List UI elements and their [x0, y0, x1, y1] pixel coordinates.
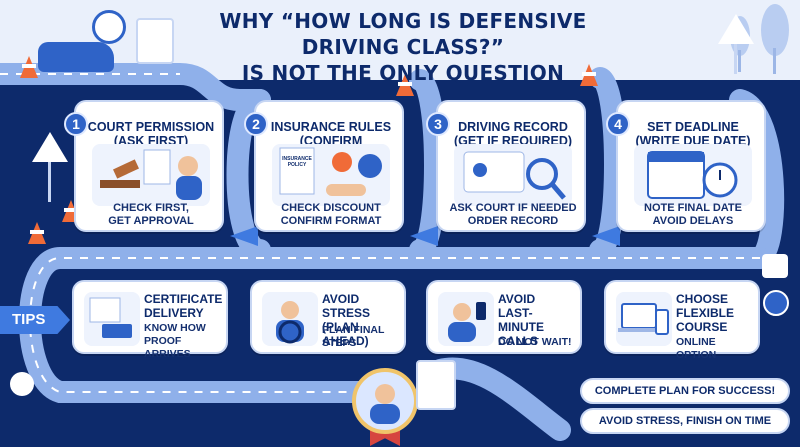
- direction-sign-icon: [762, 254, 788, 278]
- step-sub: CHECK FIRST, GET APPROVAL: [108, 202, 194, 227]
- tip-card-avoid-last-minute-calls: AVOID LAST-MINUTE CALLS DO NOT WAIT!: [426, 280, 582, 354]
- tip-card-certificate-delivery: CERTIFICATE DELIVERY KNOW HOW PROOF ARRI…: [72, 280, 228, 360]
- tip-title: CHOOSE FLEXIBLE COURSE: [676, 292, 735, 334]
- tip-title: AVOID LAST-MINUTE CALLS: [498, 292, 544, 348]
- tip-sub: KNOW HOW PROOF ARRIVES: [144, 322, 206, 360]
- step-card-insurance-rules: INSURANCE RULES (CONFIRM DISCOUNT) INSUR…: [254, 100, 404, 232]
- laptop-tablet-icon: [616, 292, 672, 346]
- step-number-badge: 3: [426, 112, 450, 136]
- step-number-badge: 2: [244, 112, 268, 136]
- plan-line-2: AVOID STRESS, FINISH ON TIME: [580, 408, 790, 434]
- policy-label: INSURANCE POLICY: [282, 156, 312, 168]
- check-sign-icon: [10, 372, 34, 396]
- tip-card-choose-flexible-course: CHOOSE FLEXIBLE COURSE ONLINE OPTION: [604, 280, 760, 361]
- checklist-icon: [416, 360, 456, 410]
- plan-line-1: COMPLETE PLAN FOR SUCCESS!: [580, 378, 790, 404]
- driver-medal-icon: [352, 368, 418, 434]
- step-sub: NOTE FINAL DATE AVOID DELAYS: [644, 202, 742, 227]
- driver-license-magnifier-icon: [454, 144, 572, 206]
- page-title: WHY “HOW LONG IS DEFENSIVE DRIVING CLASS…: [168, 8, 638, 86]
- title-line-1: WHY “HOW LONG IS DEFENSIVE DRIVING CLASS…: [219, 9, 587, 59]
- car-icon: [38, 42, 114, 72]
- traffic-cone-icon: [20, 56, 38, 78]
- tip-card-avoid-stress: AVOID STRESS (PLAN AHEAD) PLAN FINAL STE…: [250, 280, 406, 354]
- traffic-cone-icon: [580, 64, 598, 86]
- traffic-cone-icon: [28, 222, 46, 244]
- scales-document-icon: [136, 18, 174, 64]
- step-sub: CHECK DISCOUNT CONFIRM FORMAT: [280, 202, 382, 227]
- tip-sub: ONLINE OPTION: [676, 336, 717, 361]
- step-sub: ASK COURT IF NEEDED ORDER RECORD: [449, 202, 577, 227]
- insurance-policy-icon: INSURANCE POLICY: [272, 144, 390, 206]
- plan-summary: COMPLETE PLAN FOR SUCCESS! AVOID STRESS,…: [580, 374, 790, 434]
- calendar-clock-icon: [634, 144, 752, 206]
- traffic-cone-icon: [396, 74, 414, 96]
- turn-sign-icon: [718, 14, 754, 44]
- phone-call-icon: [438, 292, 494, 346]
- calm-driver-icon: [262, 292, 318, 346]
- tip-sub: DO NOT WAIT!: [498, 336, 572, 348]
- roundabout-sign-icon: [763, 290, 789, 316]
- gavel-and-document-icon: [92, 144, 210, 206]
- step-number-badge: 1: [64, 112, 88, 136]
- tip-title: AVOID STRESS (PLAN AHEAD): [322, 292, 371, 348]
- step-card-driving-record: DRIVING RECORD (GET IF REQUIRED) ASK COU…: [436, 100, 586, 232]
- tips-label: TIPS: [0, 306, 70, 334]
- step-number-badge: 4: [606, 112, 630, 136]
- step-title: COURT PERMISSION (ASK FIRST): [87, 120, 215, 148]
- step-card-court-permission: COURT PERMISSION (ASK FIRST) CHECK FIRST…: [74, 100, 224, 232]
- certificate-truck-icon: [84, 292, 140, 346]
- tip-sub: PLAN FINAL STEPS: [322, 324, 385, 349]
- stopwatch-icon: [92, 10, 126, 44]
- step-card-set-deadline: SET DEADLINE (WRITE DUE DATE) NOTE FINAL…: [616, 100, 766, 232]
- warning-sign-icon: [32, 132, 68, 162]
- tip-title: CERTIFICATE DELIVERY: [144, 292, 223, 320]
- title-line-2: IS NOT THE ONLY QUESTION: [241, 61, 565, 85]
